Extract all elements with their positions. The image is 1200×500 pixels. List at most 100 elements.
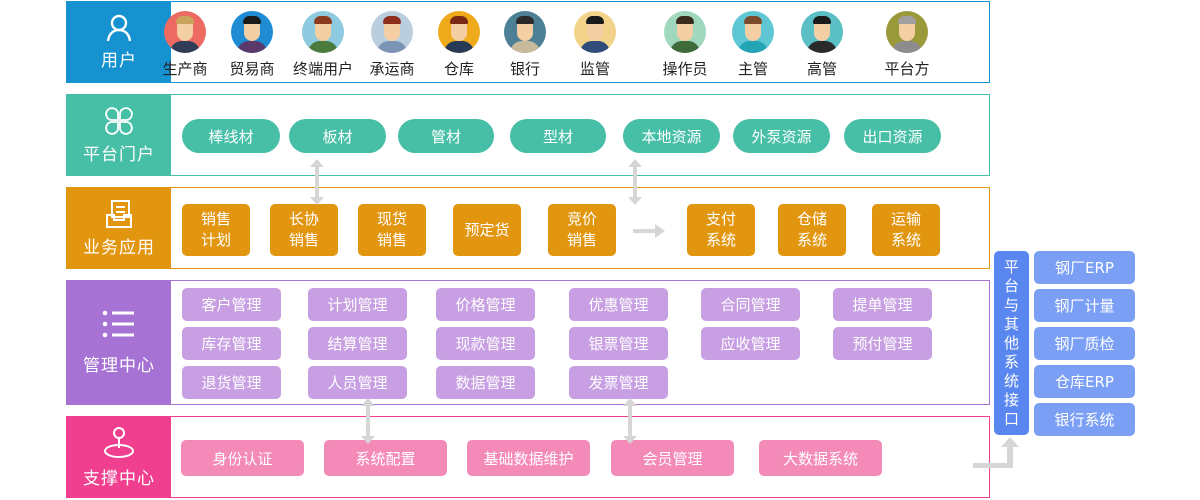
external-system-button[interactable]: 银行系统 <box>1034 403 1135 436</box>
user-icon <box>106 14 132 41</box>
portal-category-button[interactable]: 外泵资源 <box>733 119 830 153</box>
management-module-button[interactable]: 结算管理 <box>308 327 407 360</box>
support-service-button[interactable]: 大数据系统 <box>759 440 882 476</box>
management-module-button[interactable]: 数据管理 <box>436 366 535 399</box>
business-layer-label: 业务应用 <box>83 237 155 258</box>
management-module-button[interactable]: 现款管理 <box>436 327 535 360</box>
user-role-label: 贸易商 <box>229 60 275 78</box>
interface-label-char: 其 <box>1003 314 1019 333</box>
business-app-label-line1: 仓储 <box>796 210 827 228</box>
user-role-label: 监管 <box>579 60 610 78</box>
business-app-label-line1: 竞价 <box>566 210 597 228</box>
management-module-button[interactable]: 银票管理 <box>569 327 668 360</box>
interface-label-char: 口 <box>1003 409 1019 428</box>
external-system-button[interactable]: 仓库ERP <box>1034 365 1135 398</box>
management-layer-label: 管理中心 <box>83 356 155 376</box>
users-layer-header: 用户 <box>67 2 171 82</box>
user-role-item: 银行 <box>485 11 565 79</box>
business-app-label-line2: 销售 <box>376 231 407 249</box>
portal-layer: 平台门户 棒线材板材管材型材本地资源外泵资源出口资源 <box>66 94 990 176</box>
avatar <box>801 11 843 53</box>
user-role-item: 生产商 <box>145 11 225 79</box>
support-layer: 支撑中心 身份认证系统配置基础数据维护会员管理大数据系统 <box>66 416 990 498</box>
business-app-label-line1: 销售 <box>200 210 231 228</box>
external-system-button[interactable]: 钢厂计量 <box>1034 289 1135 322</box>
management-module-button[interactable]: 发票管理 <box>569 366 668 399</box>
business-app-button[interactable]: 支付系统 <box>687 204 755 256</box>
management-module-button[interactable]: 退货管理 <box>182 366 281 399</box>
business-app-label-line2: 计划 <box>200 231 231 249</box>
business-app-button[interactable]: 现货销售 <box>358 204 426 256</box>
business-app-label-line2: 销售 <box>566 231 597 249</box>
location-pin-icon <box>104 426 134 458</box>
interface-label-char: 台 <box>1003 276 1019 295</box>
business-layer-header: 业务应用 <box>67 188 171 268</box>
user-role-item: 贸易商 <box>212 11 292 79</box>
avatar <box>438 11 480 53</box>
right-arrow-icon <box>633 224 665 238</box>
user-role-label: 高管 <box>806 60 837 78</box>
business-app-button[interactable]: 长协销售 <box>270 204 338 256</box>
portal-category-button[interactable]: 本地资源 <box>623 119 720 153</box>
avatar <box>732 11 774 53</box>
management-module-button[interactable]: 库存管理 <box>182 327 281 360</box>
management-module-button[interactable]: 人员管理 <box>308 366 407 399</box>
business-app-label-line1: 长协 <box>288 210 319 228</box>
user-role-label: 平台方 <box>884 60 930 78</box>
avatar <box>164 11 206 53</box>
portal-category-button[interactable]: 板材 <box>289 119 386 153</box>
management-module-button[interactable]: 提单管理 <box>833 288 932 321</box>
user-role-item: 平台方 <box>867 11 947 79</box>
user-role-item: 仓库 <box>419 11 499 79</box>
external-system-button[interactable]: 钢厂ERP <box>1034 251 1135 284</box>
user-role-label: 终端用户 <box>292 60 353 78</box>
interface-label-char: 与 <box>1003 295 1019 314</box>
management-module-button[interactable]: 优惠管理 <box>569 288 668 321</box>
avatar <box>371 11 413 53</box>
business-app-button[interactable]: 预定货 <box>453 204 521 256</box>
users-layer-label: 用户 <box>101 50 137 71</box>
support-service-button[interactable]: 系统配置 <box>324 440 447 476</box>
user-role-item: 终端用户 <box>283 11 363 79</box>
business-app-label-line1: 支付 <box>705 210 736 228</box>
user-role-item: 监管 <box>555 11 635 79</box>
portal-layer-label: 平台门户 <box>83 144 155 165</box>
support-service-button[interactable]: 会员管理 <box>611 440 734 476</box>
business-app-label-line2: 系统 <box>890 231 921 249</box>
business-app-button[interactable]: 运输系统 <box>872 204 940 256</box>
user-role-item: 操作员 <box>645 11 725 79</box>
interface-label: 平台与其他系统接口 <box>994 251 1029 435</box>
management-module-button[interactable]: 价格管理 <box>436 288 535 321</box>
management-module-button[interactable]: 应收管理 <box>701 327 800 360</box>
support-service-button[interactable]: 身份认证 <box>181 440 304 476</box>
interface-label-char: 他 <box>1003 333 1019 352</box>
management-module-button[interactable]: 客户管理 <box>182 288 281 321</box>
business-app-label-line1: 运输 <box>890 210 921 228</box>
support-layer-header: 支撑中心 <box>67 417 171 497</box>
portal-category-button[interactable]: 管材 <box>398 119 494 153</box>
avatar <box>504 11 546 53</box>
inbox-tray-icon <box>106 199 132 228</box>
user-role-item: 主管 <box>713 11 793 79</box>
business-layer: 业务应用 销售计划长协销售现货销售预定货竞价销售支付系统仓储系统运输系统 <box>66 187 990 269</box>
users-layer: 用户 生产商贸易商终端用户承运商仓库银行监管操作员主管高管平台方 <box>66 1 990 83</box>
support-service-button[interactable]: 基础数据维护 <box>467 440 590 476</box>
business-app-button[interactable]: 仓储系统 <box>778 204 846 256</box>
portal-category-button[interactable]: 型材 <box>510 119 606 153</box>
portal-category-button[interactable]: 棒线材 <box>182 119 280 153</box>
double-arrow-icon <box>628 159 642 205</box>
portal-category-button[interactable]: 出口资源 <box>844 119 941 153</box>
user-role-label: 主管 <box>737 60 768 78</box>
user-role-label: 操作员 <box>662 60 708 78</box>
business-app-button[interactable]: 竞价销售 <box>548 204 616 256</box>
management-module-button[interactable]: 预付管理 <box>833 327 932 360</box>
business-app-button[interactable]: 销售计划 <box>182 204 250 256</box>
double-arrow-icon <box>361 398 375 444</box>
external-system-button[interactable]: 钢厂质检 <box>1034 327 1135 360</box>
interface-label-char: 平 <box>1003 257 1019 276</box>
avatar <box>886 11 928 53</box>
interface-label-char: 系 <box>1003 352 1019 371</box>
elbow-arrow-icon <box>973 437 1019 468</box>
management-module-button[interactable]: 合同管理 <box>701 288 800 321</box>
management-module-button[interactable]: 计划管理 <box>308 288 407 321</box>
